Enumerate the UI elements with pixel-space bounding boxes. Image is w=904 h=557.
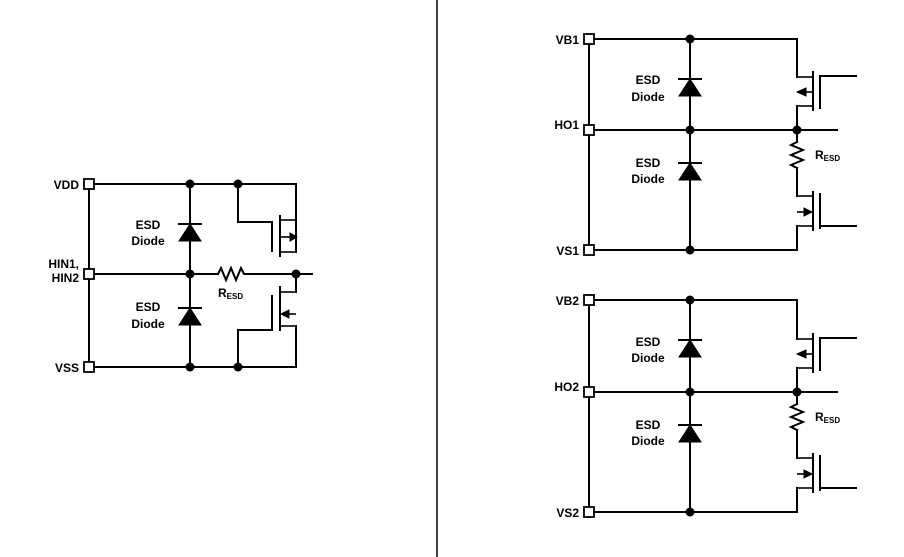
esd-diode-top	[178, 223, 202, 242]
resistor-label-sub: ESD	[824, 154, 841, 163]
resistor-label: RESD	[815, 148, 840, 163]
node-dot	[792, 125, 802, 135]
resistor-label-main: R	[815, 148, 824, 162]
vss-pin-pad	[83, 361, 95, 373]
node-dot	[685, 507, 695, 517]
diode-bottom-symbol	[178, 307, 202, 326]
diode-bottom-label-line1: ESD	[636, 156, 661, 170]
node-dot	[685, 245, 695, 255]
resistor-label-sub: ESD	[824, 416, 841, 425]
node-dot	[185, 179, 195, 189]
resistor-label: RESD	[815, 410, 840, 425]
pmos-arrow	[795, 87, 807, 97]
right-bottom-circuit: VB2 HO2 VS2 ESD Diode ESD Diode RESD	[554, 294, 857, 520]
node-dot	[685, 387, 695, 397]
diode-bottom-label-line1: ESD	[636, 418, 661, 432]
resistor-label-main: R	[815, 410, 824, 424]
node-dot	[233, 362, 243, 372]
hin-pin-pad	[83, 268, 95, 280]
vb-pin-pad	[583, 294, 595, 306]
diode-bottom-label-line1: ESD	[136, 300, 161, 314]
vdd-pin-pad	[83, 178, 95, 190]
nmos-arrow	[803, 207, 814, 217]
vb-label: VB2	[556, 294, 580, 308]
vb-pin-pad	[583, 33, 595, 45]
vss-label: VSS	[55, 361, 79, 375]
vs-label: VS2	[556, 506, 579, 520]
nmos-arrow	[279, 309, 290, 319]
ho-label: HO1	[554, 118, 579, 132]
resistor-label-main: R	[218, 286, 227, 300]
node-dot	[185, 362, 195, 372]
hin-label-line1: HIN1,	[48, 257, 79, 271]
diode-top-symbol	[678, 339, 702, 358]
diode-top-label-line1: ESD	[136, 218, 161, 232]
pmos-arrow	[289, 232, 299, 242]
vs-pin-pad	[583, 506, 595, 518]
ho-pin-pad	[583, 124, 595, 136]
resistor-label: RESD	[218, 286, 243, 301]
vs-label: VS1	[556, 244, 579, 258]
node-dot	[233, 179, 243, 189]
diode-top-label-line1: ESD	[636, 335, 661, 349]
node-dot	[291, 269, 301, 279]
hin-label-line2: HIN2	[52, 271, 80, 285]
ho-label: HO2	[554, 380, 579, 394]
right-top-circuit: VB1 HO1 VS1 ESD Diode ESD Diode RESD	[554, 33, 857, 258]
esd-diode-top	[678, 339, 702, 358]
node-dot	[792, 387, 802, 397]
diode-top-symbol	[178, 223, 202, 242]
esd-diode-bottom	[678, 424, 702, 443]
node-dot	[185, 269, 195, 279]
node-dot	[685, 295, 695, 305]
resistor-zigzag	[216, 265, 247, 283]
node-dot	[685, 125, 695, 135]
esd-diode-bottom	[178, 307, 202, 326]
resistor-label-sub: ESD	[227, 292, 244, 301]
diode-top-label-line2: Diode	[131, 234, 165, 248]
diode-bottom-label-line2: Diode	[631, 172, 665, 186]
diode-top-label-line2: Diode	[631, 90, 665, 104]
vdd-label: VDD	[54, 178, 80, 192]
diode-bottom-symbol	[678, 162, 702, 181]
esd-diode-bottom	[678, 162, 702, 181]
diode-top-label-line1: ESD	[636, 73, 661, 87]
pmos-arrow	[795, 349, 807, 359]
diode-bottom-label-line2: Diode	[131, 317, 165, 331]
vs-pin-pad	[583, 244, 595, 256]
diode-bottom-symbol	[678, 424, 702, 443]
diode-top-symbol	[678, 78, 702, 97]
diode-top-label-line2: Diode	[631, 351, 665, 365]
diode-bottom-label-line2: Diode	[631, 434, 665, 448]
nmos-arrow	[803, 469, 814, 479]
resistor-zigzag	[788, 402, 806, 432]
left-circuit: VDD HIN1, HIN2 VSS ESD Diode ESD Diode R…	[48, 178, 313, 375]
esd-diode-top	[678, 78, 702, 97]
vb-label: VB1	[556, 33, 580, 47]
node-dot	[685, 34, 695, 44]
resistor-zigzag	[788, 140, 806, 170]
ho-pin-pad	[583, 386, 595, 398]
